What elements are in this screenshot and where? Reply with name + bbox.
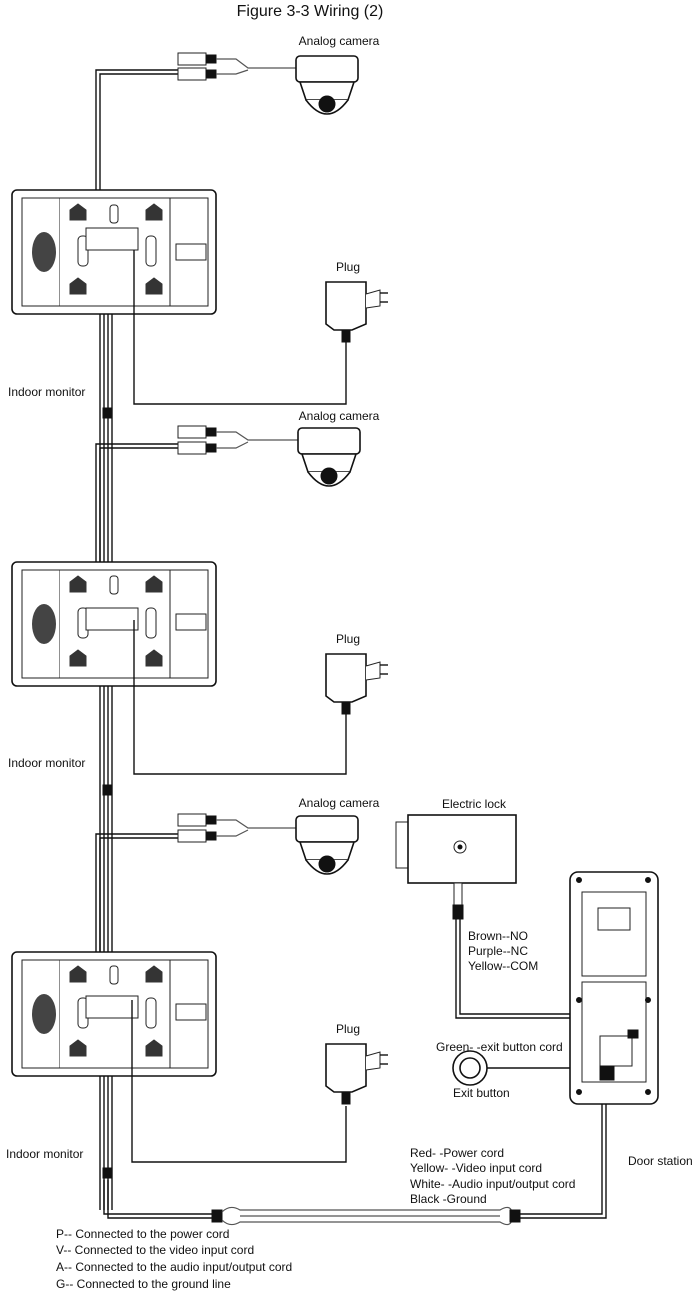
- legend-a: A-- Connected to the audio input/output …: [56, 1260, 292, 1274]
- analog-camera-label-3: Analog camera: [299, 796, 380, 810]
- plug-3: [325, 1043, 388, 1105]
- indoor-monitor-1: [11, 189, 217, 315]
- door-cord-red: Red- -Power cord: [410, 1146, 504, 1160]
- door-cord-white: White- -Audio input/output cord: [410, 1177, 575, 1191]
- legend-g: G-- Connected to the ground line: [56, 1277, 231, 1291]
- exit-button: [452, 1050, 603, 1086]
- plug-cable-3: [131, 1000, 347, 1163]
- door-cord-black: Black -Ground: [410, 1192, 487, 1206]
- electric-lock: [395, 814, 517, 920]
- legend-p: P-- Connected to the power cord: [56, 1227, 229, 1241]
- door-cord-yellow: Yellow- -Video input cord: [410, 1161, 542, 1175]
- camera-cable-1: [95, 52, 296, 230]
- plug-cable-1: [133, 250, 347, 405]
- lock-wire-no: Brown--NO: [468, 929, 528, 943]
- bus-splice-3: [102, 1167, 112, 1179]
- bus-splice-2: [102, 784, 112, 796]
- plug-label-1: Plug: [336, 260, 360, 274]
- exit-button-label: Exit button: [453, 1086, 510, 1100]
- analog-camera-label-2: Analog camera: [299, 409, 380, 423]
- plug-1: [325, 281, 388, 343]
- indoor-monitor-label-2: Indoor monitor: [8, 756, 85, 770]
- lock-wire-nc: Purple--NC: [468, 944, 528, 958]
- bus-splice-1: [102, 407, 112, 419]
- indoor-monitor-label-3: Indoor monitor: [6, 1147, 83, 1161]
- electric-lock-label: Electric lock: [442, 797, 507, 811]
- analog-camera-1: [295, 55, 359, 115]
- camera-cable-2: [95, 425, 298, 600]
- door-trunk-cable: [103, 1090, 607, 1226]
- lock-wire-com: Yellow--COM: [468, 959, 538, 973]
- analog-camera-2: [297, 427, 361, 487]
- door-station: [569, 871, 659, 1105]
- indoor-monitor-2: [11, 561, 217, 687]
- plug-cable-2: [133, 620, 347, 775]
- plug-2: [325, 653, 388, 715]
- indoor-monitor-3: [11, 951, 217, 1077]
- camera-cable-3: [95, 813, 296, 990]
- legend-v: V-- Connected to the video input cord: [56, 1243, 254, 1257]
- plug-label-3: Plug: [336, 1022, 360, 1036]
- exit-button-cord-label: Green- -exit button cord: [436, 1040, 563, 1054]
- figure-title: Figure 3-3 Wiring (2): [237, 3, 384, 20]
- analog-camera-3: [295, 815, 359, 875]
- analog-camera-label-1: Analog camera: [299, 34, 380, 48]
- plug-label-2: Plug: [336, 632, 360, 646]
- indoor-monitor-label-1: Indoor monitor: [8, 385, 85, 399]
- door-station-label: Door station: [628, 1154, 693, 1168]
